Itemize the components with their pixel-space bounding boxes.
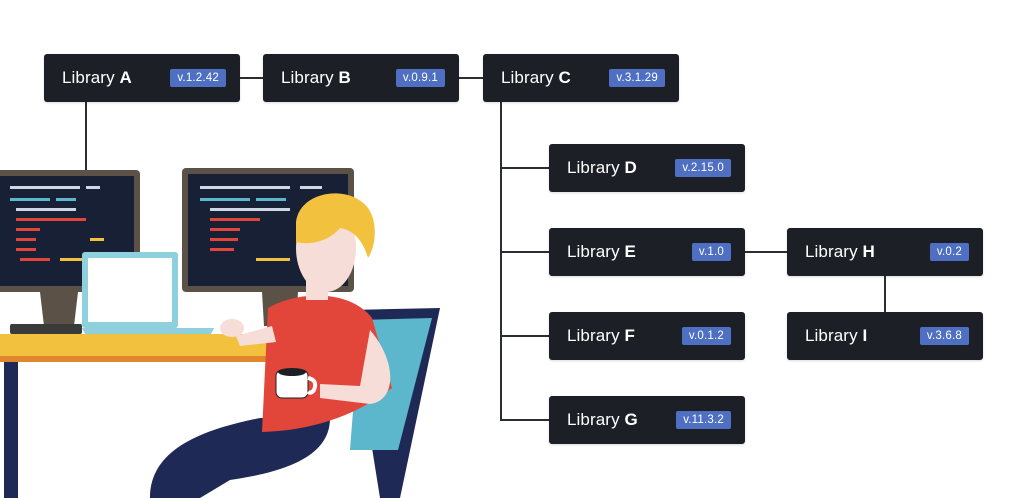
version-badge: v.11.3.2	[676, 411, 731, 429]
connector-c-g	[500, 336, 549, 421]
connector-c-e	[500, 168, 549, 253]
library-node-g[interactable]: Library G v.11.3.2	[549, 396, 745, 444]
version-badge: v.3.6.8	[919, 327, 969, 345]
library-node-f[interactable]: Library F v.0.1.2	[549, 312, 745, 360]
laptop-icon	[82, 252, 214, 336]
library-node-a[interactable]: Library A v.1.2.42	[44, 54, 240, 102]
library-name: Library I	[805, 326, 868, 345]
library-node-e[interactable]: Library E v.1.0	[549, 228, 745, 276]
library-name: Library F	[567, 326, 635, 345]
library-name: Library C	[501, 68, 571, 87]
coffee-cup-icon	[275, 368, 318, 399]
version-badge: v.1.2.42	[170, 69, 226, 87]
developer-illustration	[0, 168, 440, 498]
version-badge: v.1.0	[691, 243, 731, 261]
library-name: Library B	[281, 68, 351, 87]
library-name: Library G	[567, 410, 638, 429]
connector-c-d	[500, 102, 549, 169]
version-badge: v.0.1.2	[681, 327, 731, 345]
library-node-c[interactable]: Library C v.3.1.29	[483, 54, 679, 102]
library-name: Library D	[567, 158, 637, 177]
connector-c-f	[500, 252, 549, 337]
version-badge: v.0.2	[929, 243, 969, 261]
library-node-b[interactable]: Library B v.0.9.1	[263, 54, 459, 102]
version-badge: v.3.1.29	[609, 69, 665, 87]
version-badge: v.2.15.0	[675, 159, 731, 177]
library-node-d[interactable]: Library D v.2.15.0	[549, 144, 745, 192]
library-node-i[interactable]: Library I v.3.6.8	[787, 312, 983, 360]
library-name: Library A	[62, 68, 132, 87]
version-badge: v.0.9.1	[395, 69, 445, 87]
library-node-h[interactable]: Library H v.0.2	[787, 228, 983, 276]
library-name: Library E	[567, 242, 636, 261]
library-name: Library H	[805, 242, 875, 261]
